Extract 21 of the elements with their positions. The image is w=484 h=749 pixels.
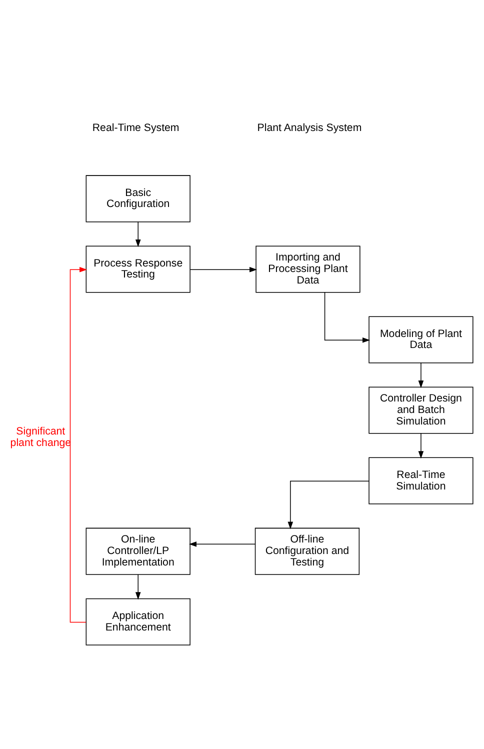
arrow (70, 266, 88, 622)
node-box: Controller Design and Batch Simulation (368, 386, 474, 434)
arrow (418, 432, 424, 458)
node-box: Basic Configuration (86, 174, 190, 222)
node-box: Process Response Testing (86, 245, 190, 292)
arrow (135, 574, 141, 600)
arrow (188, 540, 256, 546)
node-box: On-line Controller/LP Implementation (86, 527, 190, 574)
node-box: Real-Time Simulation (368, 456, 474, 504)
arrow (324, 292, 370, 342)
node-box: Importing and Processing Plant Data (256, 245, 360, 292)
arrow (135, 221, 141, 247)
arrow (288, 480, 370, 529)
node-box: Modeling of Plant Data (368, 316, 474, 363)
label: Real-Time System (92, 121, 180, 134)
label: Plant Analysis System (257, 121, 362, 134)
node-box: Application Enhancement (86, 598, 190, 645)
arrow (190, 266, 258, 272)
arrow (418, 362, 424, 388)
node-box: Off-line Configuration and Testing (254, 527, 360, 574)
edge-label: Significant plant change (10, 425, 72, 449)
